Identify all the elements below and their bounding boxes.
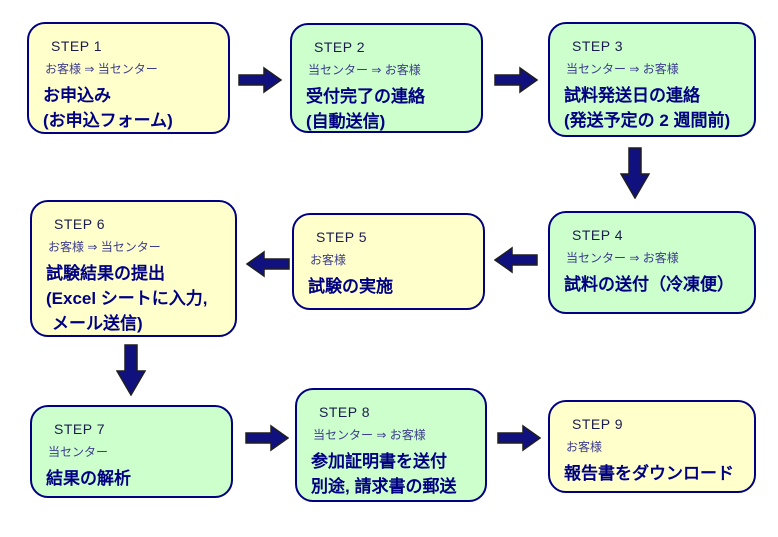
step-1-title-2: (お申込フォーム) (43, 111, 173, 130)
arrow-step2-to-step3-right-icon (494, 66, 538, 94)
step-4-title: 試料の送付（冷凍便） (564, 275, 734, 294)
step-3-title-2: (発送予定の 2 週間前) (564, 111, 731, 130)
step-6-title-2: (Excel シートに入力, (46, 289, 208, 308)
step-2-title: 受付完了の連絡 (306, 87, 425, 106)
arrow-step3-to-step4-down-icon (620, 147, 650, 199)
step-9-card: STEP 9 お客様 報告書をダウンロード (548, 400, 756, 493)
step-3-card: STEP 3 当センター ⇒ お客様 試料発送日の連絡 (発送予定の 2 週間前… (548, 22, 756, 137)
step-5-label: STEP 5 (316, 229, 367, 245)
step-3-title: 試料発送日の連絡 (564, 86, 700, 105)
step-6-card: STEP 6 お客様 ⇒ 当センター 試験結果の提出 (Excel シートに入力… (30, 200, 237, 337)
step-2-card: STEP 2 当センター ⇒ お客様 受付完了の連絡 (自動送信) (290, 23, 483, 133)
step-2-label: STEP 2 (314, 39, 365, 55)
step-9-title: 報告書をダウンロード (564, 464, 734, 483)
step-7-label: STEP 7 (54, 421, 105, 437)
step-5-route: お客様 (310, 253, 347, 267)
step-8-label: STEP 8 (319, 404, 370, 420)
step-3-label: STEP 3 (572, 38, 623, 54)
step-3-route: 当センター ⇒ お客様 (566, 62, 679, 76)
arrow-step1-to-step2-right-icon (238, 66, 282, 94)
step-9-route: お客様 (566, 440, 603, 454)
step-6-title-3: メール送信) (52, 314, 143, 333)
step-2-route: 当センター ⇒ お客様 (308, 63, 421, 77)
step-8-route: 当センター ⇒ お客様 (313, 428, 426, 442)
step-4-label: STEP 4 (572, 227, 623, 243)
step-4-route: 当センター ⇒ お客様 (566, 251, 679, 265)
arrow-step8-to-step9-right-icon (497, 424, 541, 452)
step-1-label: STEP 1 (51, 38, 102, 54)
step-2-title-2: (自動送信) (306, 112, 386, 131)
step-8-title: 参加証明書を送付 (311, 452, 447, 471)
step-7-title: 結果の解析 (46, 469, 131, 488)
step-8-card: STEP 8 当センター ⇒ お客様 参加証明書を送付 別途, 請求書の郵送 (295, 388, 487, 502)
arrow-step6-to-step7-down-icon (116, 344, 146, 396)
arrow-step5-to-step6-left-icon (246, 250, 290, 278)
step-1-card: STEP 1 お客様 ⇒ 当センター お申込み (お申込フォーム) (27, 22, 230, 134)
step-9-label: STEP 9 (572, 416, 623, 432)
step-6-label: STEP 6 (54, 216, 105, 232)
step-7-card: STEP 7 当センター 結果の解析 (30, 405, 233, 498)
step-7-route: 当センター (48, 445, 109, 459)
step-1-title: お申込み (43, 86, 111, 105)
arrow-step4-to-step5-left-icon (494, 246, 538, 274)
arrow-step7-to-step8-right-icon (245, 424, 289, 452)
step-5-card: STEP 5 お客様 試験の実施 (292, 213, 485, 310)
step-8-title-2: 別途, 請求書の郵送 (311, 477, 457, 496)
step-5-title: 試験の実施 (308, 277, 393, 296)
step-6-route: お客様 ⇒ 当センター (48, 240, 161, 254)
step-4-card: STEP 4 当センター ⇒ お客様 試料の送付（冷凍便） (548, 211, 756, 314)
step-6-title: 試験結果の提出 (46, 264, 165, 283)
step-1-route: お客様 ⇒ 当センター (45, 62, 158, 76)
